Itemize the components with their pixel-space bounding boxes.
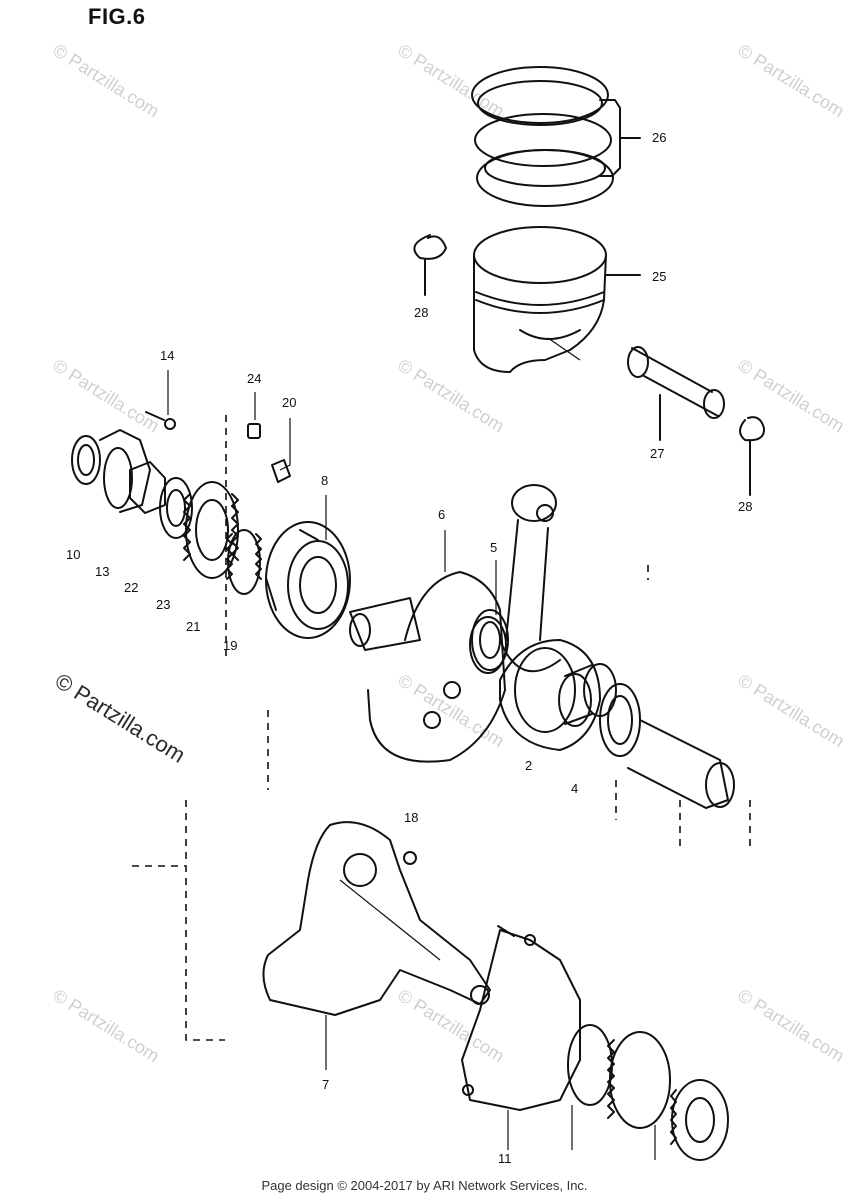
transmission-gears — [567, 1024, 729, 1161]
callout-4: 4 — [571, 781, 579, 796]
callout-7: 7 — [322, 1077, 330, 1092]
callout-5: 5 — [490, 540, 498, 555]
callout-24: 24 — [247, 371, 262, 386]
oil-seal — [71, 435, 101, 485]
callout-27: 27 — [650, 446, 665, 461]
callout-10: 10 — [66, 547, 81, 562]
callout-19: 19 — [223, 638, 238, 653]
callout-20: 20 — [282, 395, 297, 410]
drive-gear — [226, 529, 262, 595]
bolt — [145, 370, 176, 430]
figure-title: FIG.6 — [88, 4, 146, 29]
piston-rings — [471, 66, 641, 207]
callout-23: 23 — [156, 597, 171, 612]
page-footer: Page design © 2004-2017 by ARI Network S… — [261, 1178, 588, 1193]
primary-gear — [183, 481, 239, 579]
piston — [473, 226, 641, 373]
callout-21: 21 — [186, 619, 201, 634]
callout-11: 11 — [498, 1151, 512, 1166]
callout-22: 22 — [124, 580, 139, 595]
circlip-right — [739, 416, 766, 442]
crankshaft — [349, 571, 735, 809]
crankcase-half — [262, 821, 491, 1016]
callout-26: 26 — [652, 130, 667, 145]
callout-13: 13 — [95, 564, 110, 579]
woodruff-key — [271, 459, 291, 483]
circlip-top — [413, 234, 447, 260]
callout-25: 25 — [652, 269, 667, 284]
connecting-rod — [499, 484, 561, 673]
callout-18: 18 — [404, 810, 419, 825]
piston-pin — [627, 346, 725, 441]
callout-8: 8 — [321, 473, 329, 488]
crankcase-cover — [461, 925, 581, 1111]
callout-14: 14 — [160, 348, 175, 363]
bearing — [265, 521, 351, 639]
callout-2: 2 — [525, 758, 533, 773]
key — [247, 423, 261, 439]
nut — [129, 461, 166, 514]
callout-28: 28 — [414, 305, 429, 320]
callout-28: 28 — [738, 499, 753, 514]
callout-6: 6 — [438, 507, 446, 522]
